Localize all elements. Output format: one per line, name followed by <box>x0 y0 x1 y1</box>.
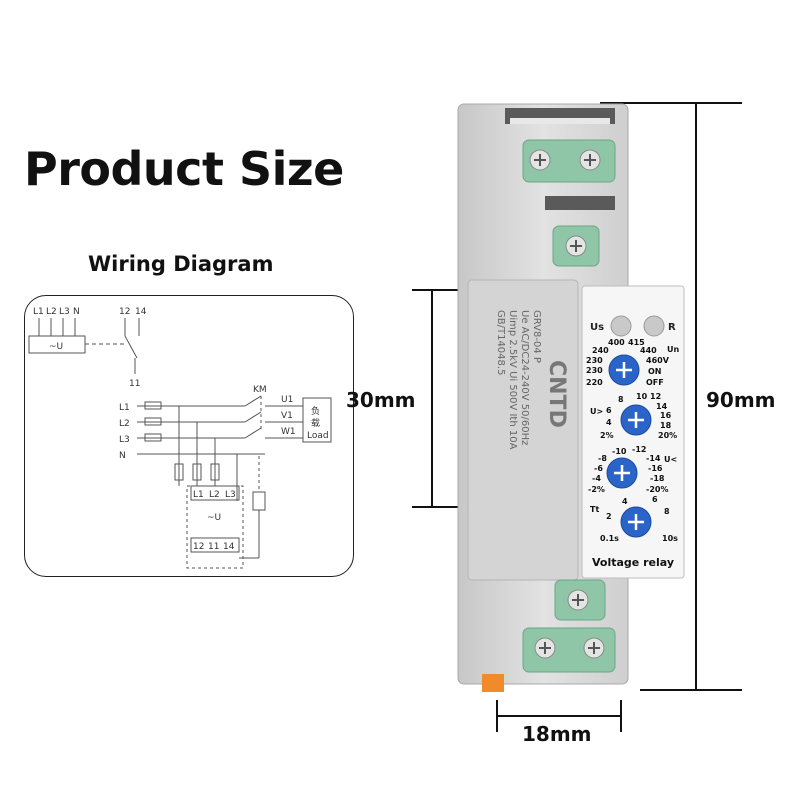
k4-tick-6: 10s <box>662 534 678 543</box>
k4-tick-3: 2 <box>606 512 612 521</box>
k1-tick-1: 240 <box>592 346 609 355</box>
wiring-diagram: L1 L2 L3 N ~U 12 14 11 KM L1 L2 L3 N U1 … <box>24 295 354 577</box>
k2-tick-10: 20% <box>658 431 677 440</box>
page-title: Product Size <box>24 142 344 196</box>
contact-12: 12 <box>119 307 130 317</box>
bottom-12: 12 <box>193 542 204 552</box>
device-footer-label: Voltage relay <box>592 556 674 569</box>
k3-label: U< <box>664 455 677 464</box>
contact-11: 11 <box>129 379 140 389</box>
k3-tick-4: -14 <box>646 454 661 463</box>
relay-symbol: ~U <box>49 342 63 352</box>
label-r: R <box>668 322 676 333</box>
supply-n: N <box>73 307 80 317</box>
knob-over-voltage[interactable] <box>620 404 652 436</box>
k4-tick-2: 6 <box>652 495 658 504</box>
k2-tick-8: 18 <box>660 421 672 430</box>
wiring-diagram-title: Wiring Diagram <box>88 252 274 276</box>
k2-tick-3: 12 <box>650 392 661 401</box>
output-u1: U1 <box>281 395 293 405</box>
phase-l3: L3 <box>119 435 130 445</box>
supply-l1: L1 <box>33 307 44 317</box>
inner-l3: L3 <box>225 490 236 500</box>
dimension-height: 90mm <box>706 388 776 412</box>
power-led <box>610 315 632 337</box>
k3-tick-8: -18 <box>650 474 665 483</box>
k2-tick-7: 16 <box>660 411 672 420</box>
load-cn-2: 载 <box>311 417 320 429</box>
k1-tick-9: 220 <box>586 378 603 387</box>
brand-logo: CNTD <box>544 360 569 428</box>
k1-tick-5: 230 <box>586 356 603 365</box>
model-line-3: Uimp 2.5kV Ui 500V Ith 10A <box>507 310 518 450</box>
k1-tick-6: 460V <box>646 356 670 365</box>
k4-label: Tt <box>590 505 599 514</box>
k1-label: Un <box>667 345 679 354</box>
k3-tick-2: -12 <box>632 445 646 454</box>
knob-under-voltage[interactable] <box>606 457 638 489</box>
din-clip <box>482 674 504 692</box>
k1-tick-4: 440 <box>640 346 657 355</box>
k4-tick-5: 0.1s <box>600 534 619 543</box>
k4-tick-4: 8 <box>664 507 670 516</box>
k2-tick-5: 14 <box>656 402 668 411</box>
label-us: Us <box>590 322 604 333</box>
k3-tick-3: -8 <box>598 454 607 463</box>
dimension-lines <box>412 102 742 732</box>
phase-n: N <box>119 451 126 461</box>
k2-tick-4: 6 <box>606 406 612 415</box>
k1-tick-8: ON <box>648 367 662 376</box>
output-w1: W1 <box>281 427 296 437</box>
load-cn-1: 负 <box>311 405 320 417</box>
k2-tick-1: 8 <box>618 395 624 404</box>
inner-relay-symbol: ~U <box>207 513 221 523</box>
phase-l2: L2 <box>119 419 130 429</box>
k1-tick-2: 400 <box>608 338 625 347</box>
inner-l1: L1 <box>193 490 204 500</box>
bottom-14: 14 <box>223 542 235 552</box>
k1-tick-10: OFF <box>646 378 664 387</box>
model-line-1: GRV8-04 P <box>531 310 542 363</box>
dimension-face: 30mm <box>346 388 416 412</box>
contact-14: 14 <box>135 307 147 317</box>
bottom-11: 11 <box>208 542 219 552</box>
k3-tick-10: -20% <box>646 485 668 494</box>
relay-led <box>643 315 665 337</box>
wiring-diagram-svg: L1 L2 L3 N ~U 12 14 11 KM L1 L2 L3 N U1 … <box>28 307 332 569</box>
knob-time[interactable] <box>620 506 652 538</box>
contactor-km: KM <box>253 385 267 395</box>
k4-tick-1: 4 <box>622 497 628 506</box>
k2-tick-6: 4 <box>606 418 612 427</box>
k3-tick-9: -2% <box>588 485 605 494</box>
k3-tick-5: -6 <box>594 464 603 473</box>
supply-l3: L3 <box>59 307 70 317</box>
front-panel: Us R 240 400 415 440 230 460V 230 ON 220… <box>581 285 685 579</box>
k3-tick-7: -4 <box>592 474 601 483</box>
k1-tick-7: 230 <box>586 366 603 375</box>
k1-tick-3: 415 <box>628 338 645 347</box>
k2-tick-2: 10 <box>636 392 648 401</box>
k3-tick-1: -10 <box>612 447 627 456</box>
k2-label: U> <box>590 407 603 416</box>
supply-l2: L2 <box>46 307 57 317</box>
model-line-2: Ue AC/DC24-240V 50/60Hz <box>519 310 530 445</box>
output-v1: V1 <box>281 411 293 421</box>
knob-un[interactable] <box>608 354 640 386</box>
dimension-width: 18mm <box>522 722 592 746</box>
load-en: Load <box>307 431 329 441</box>
k3-tick-6: -16 <box>648 464 663 473</box>
model-line-4: GB/T14048.5 <box>495 310 506 375</box>
inner-l2: L2 <box>209 490 220 500</box>
phase-l1: L1 <box>119 403 130 413</box>
k2-tick-9: 2% <box>600 431 614 440</box>
